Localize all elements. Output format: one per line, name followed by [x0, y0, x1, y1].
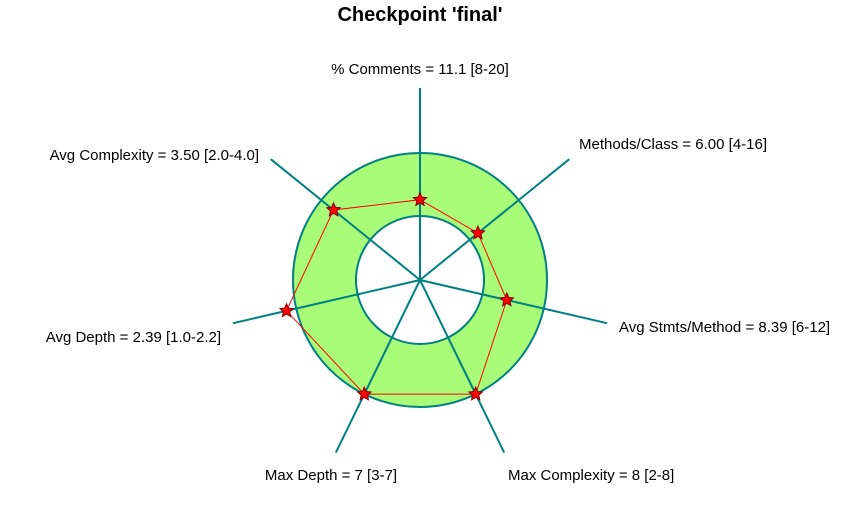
metric-label: Methods/Class = 6.00 [4-16] [579, 136, 767, 153]
metric-marker [278, 302, 295, 318]
metric-label: % Comments = 11.1 [8-20] [331, 61, 509, 78]
metric-series [285, 199, 508, 395]
metric-marker [412, 191, 428, 207]
metric-label: Avg Stmts/Method = 8.39 [6-12] [619, 319, 830, 336]
chart-title: Checkpoint 'final' [337, 4, 502, 26]
axis-line [419, 279, 608, 325]
metric-label: Max Complexity = 8 [2-8] [508, 467, 674, 484]
metric-marker [470, 224, 486, 240]
metric-markers [278, 191, 515, 401]
metric-marker [467, 385, 484, 401]
metric-marker [356, 385, 373, 401]
metric-labels: % Comments = 11.1 [8-20] Methods/Class = … [46, 61, 830, 484]
axis-line [232, 279, 421, 325]
axis-line [419, 158, 570, 281]
axis-line [270, 158, 421, 281]
metric-marker [499, 291, 515, 307]
metric-label: Max Depth = 7 [3-7] [265, 467, 397, 484]
axis-line [419, 279, 506, 454]
metric-label: Avg Depth = 2.39 [1.0-2.2] [46, 329, 221, 346]
normal-band-fill [292, 152, 547, 408]
series-line [285, 199, 508, 395]
metric-marker [325, 201, 342, 217]
axis-line [334, 279, 421, 454]
metric-axes [232, 88, 608, 454]
metric-label: Avg Complexity = 3.50 [2.0-4.0] [50, 147, 259, 164]
